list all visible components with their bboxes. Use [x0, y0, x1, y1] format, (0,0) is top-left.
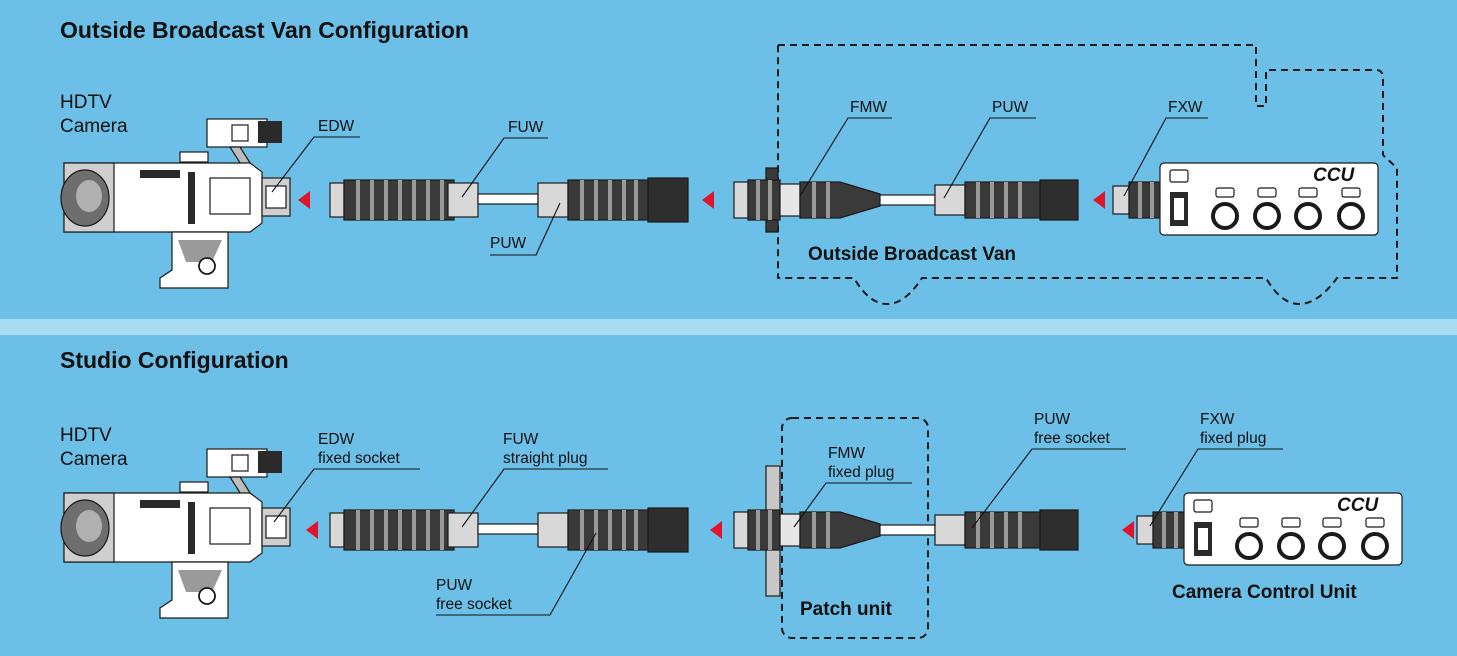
van-edw-label: EDW: [318, 118, 355, 135]
studio-puw1-leader: [436, 532, 597, 616]
studio-ccu-caption: Camera Control Unit: [1172, 582, 1357, 603]
van-puw2-leader: [943, 117, 1036, 199]
van-edw-leader: [271, 136, 360, 193]
studio-puw2-leader: [971, 448, 1126, 529]
studio-fuw-label-line2: straight plug: [503, 450, 587, 467]
studio-edw-label-line1: EDW: [318, 431, 355, 448]
studio-puw1-label-line1: PUW: [436, 577, 473, 594]
studio-fuw-label-line1: FUW: [503, 431, 539, 448]
van-fmw-leader: [799, 117, 892, 197]
studio-title: Studio Configuration: [60, 347, 289, 373]
studio-fxw-label-line2: fixed plug: [1200, 430, 1266, 447]
patch-unit-caption: Patch unit: [800, 599, 893, 620]
studio-fxw-label-line1: FXW: [1200, 411, 1235, 428]
van-caption: Outside Broadcast Van: [808, 244, 1016, 265]
van-fxw-label: FXW: [1168, 99, 1203, 116]
van-fuw-leader: [461, 137, 548, 198]
studio-puw2-label-line2: free socket: [1034, 430, 1111, 447]
section-separator: [0, 319, 1457, 335]
studio-camera-label-line1: HDTV: [60, 425, 112, 446]
studio-fxw-leader: [1149, 448, 1283, 527]
van-puw1-leader: [490, 202, 561, 256]
studio-fmw-leader: [793, 482, 912, 528]
studio-camera-label-line2: Camera: [60, 449, 128, 470]
studio-fuw-leader: [461, 468, 608, 528]
van-camera-label-line1: HDTV: [60, 92, 112, 113]
van-title: Outside Broadcast Van Configuration: [60, 17, 469, 43]
studio-edw-label-line2: fixed socket: [318, 450, 401, 467]
van-camera-label-line2: Camera: [60, 116, 128, 137]
studio-fmw-label-line1: FMW: [828, 445, 865, 462]
studio-edw-leader: [273, 468, 420, 523]
studio-ccu-label: CCU: [1337, 495, 1379, 516]
van-ccu-label: CCU: [1313, 165, 1355, 186]
studio-puw1-label-line2: free socket: [436, 596, 513, 613]
van-fxw-leader: [1123, 117, 1208, 197]
van-puw2-label: PUW: [992, 99, 1029, 116]
van-fuw-label: FUW: [508, 119, 544, 136]
van-fmw-label: FMW: [850, 99, 887, 116]
van-outline: [777, 44, 1398, 306]
studio-puw2-label-line1: PUW: [1034, 411, 1071, 428]
studio-fmw-label-line2: fixed plug: [828, 464, 894, 481]
van-puw1-label: PUW: [490, 235, 527, 252]
